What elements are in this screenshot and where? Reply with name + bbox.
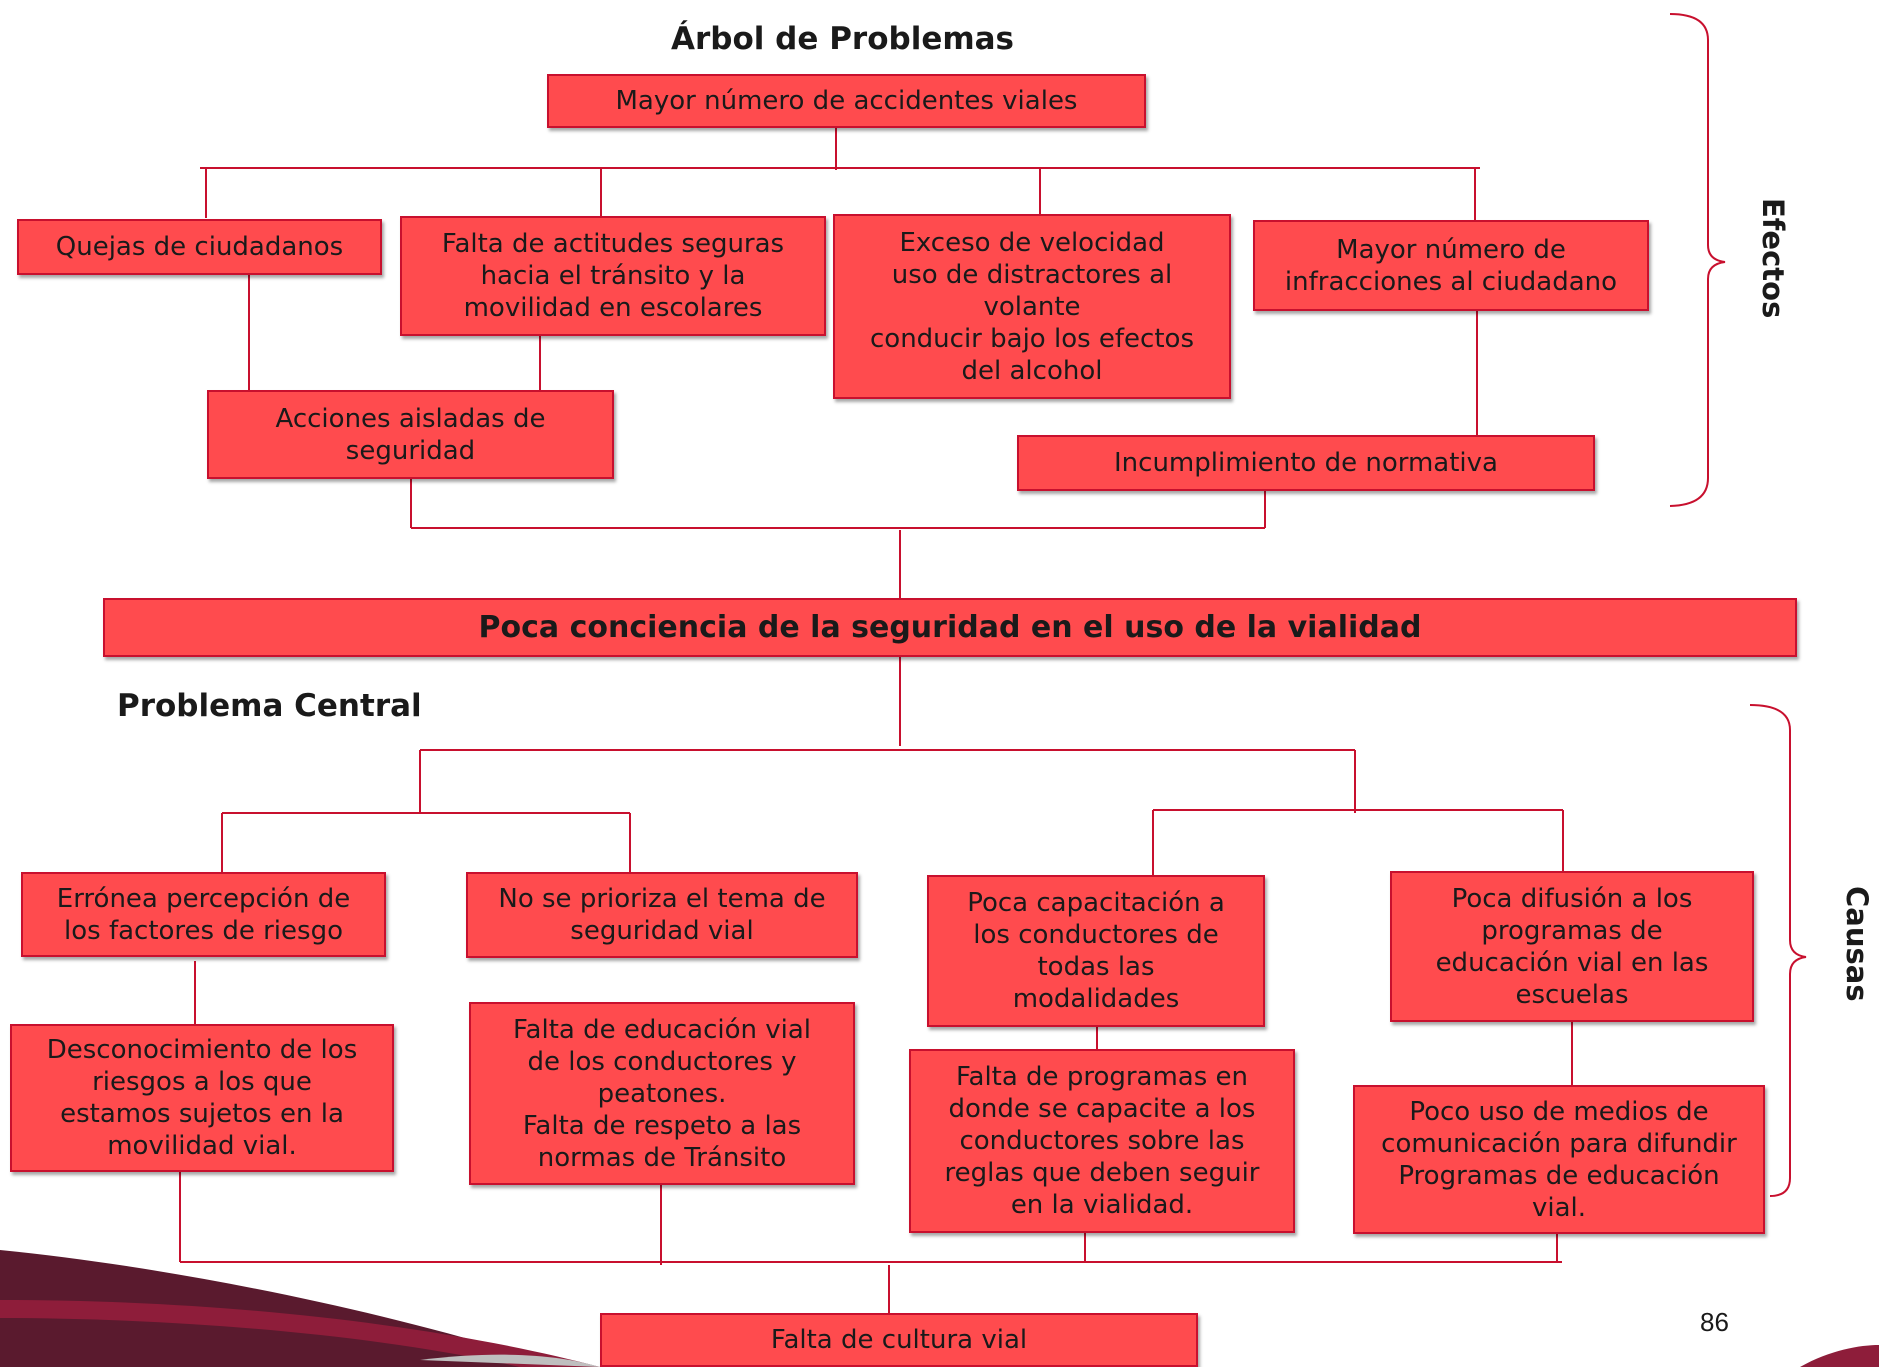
cause-box-6: Falta de educación vial de los conductor… <box>469 1002 855 1185</box>
central-problem-box: Poca conciencia de la seguridad en el us… <box>103 598 1797 657</box>
cause-box-2: No se prioriza el tema de seguridad vial <box>466 872 858 958</box>
effect-box-6: Incumplimiento de normativa <box>1017 435 1595 491</box>
effect-box-5: Acciones aisladas de seguridad <box>207 390 614 479</box>
cause-box-1: Errónea percepción de los factores de ri… <box>21 872 386 957</box>
effect-box-2: Falta de actitudes seguras hacia el trán… <box>400 216 826 336</box>
effect-top-box: Mayor número de accidentes viales <box>547 74 1146 128</box>
effect-box-3: Exceso de velocidad uso de distractores … <box>833 214 1231 399</box>
central-problem-label: Problema Central <box>117 688 422 724</box>
effect-box-1: Quejas de ciudadanos <box>17 219 382 275</box>
causes-label: Causas <box>1840 886 1874 1002</box>
page-number: 86 <box>1700 1307 1729 1337</box>
cause-box-7: Falta de programas en donde se capacite … <box>909 1049 1295 1233</box>
page-title: Árbol de Problemas <box>671 21 1015 57</box>
effects-label: Efectos <box>1756 198 1790 319</box>
root-cause-box: Falta de cultura vial <box>600 1313 1198 1367</box>
cause-box-8: Poco uso de medios de comunicación para … <box>1353 1085 1765 1234</box>
cause-box-3: Poca capacitación a los conductores de t… <box>927 875 1265 1027</box>
effect-box-4: Mayor número de infracciones al ciudadan… <box>1253 220 1649 311</box>
cause-box-5: Desconocimiento de los riesgos a los que… <box>10 1024 394 1172</box>
cause-box-4: Poca difusión a los programas de educaci… <box>1390 871 1754 1022</box>
